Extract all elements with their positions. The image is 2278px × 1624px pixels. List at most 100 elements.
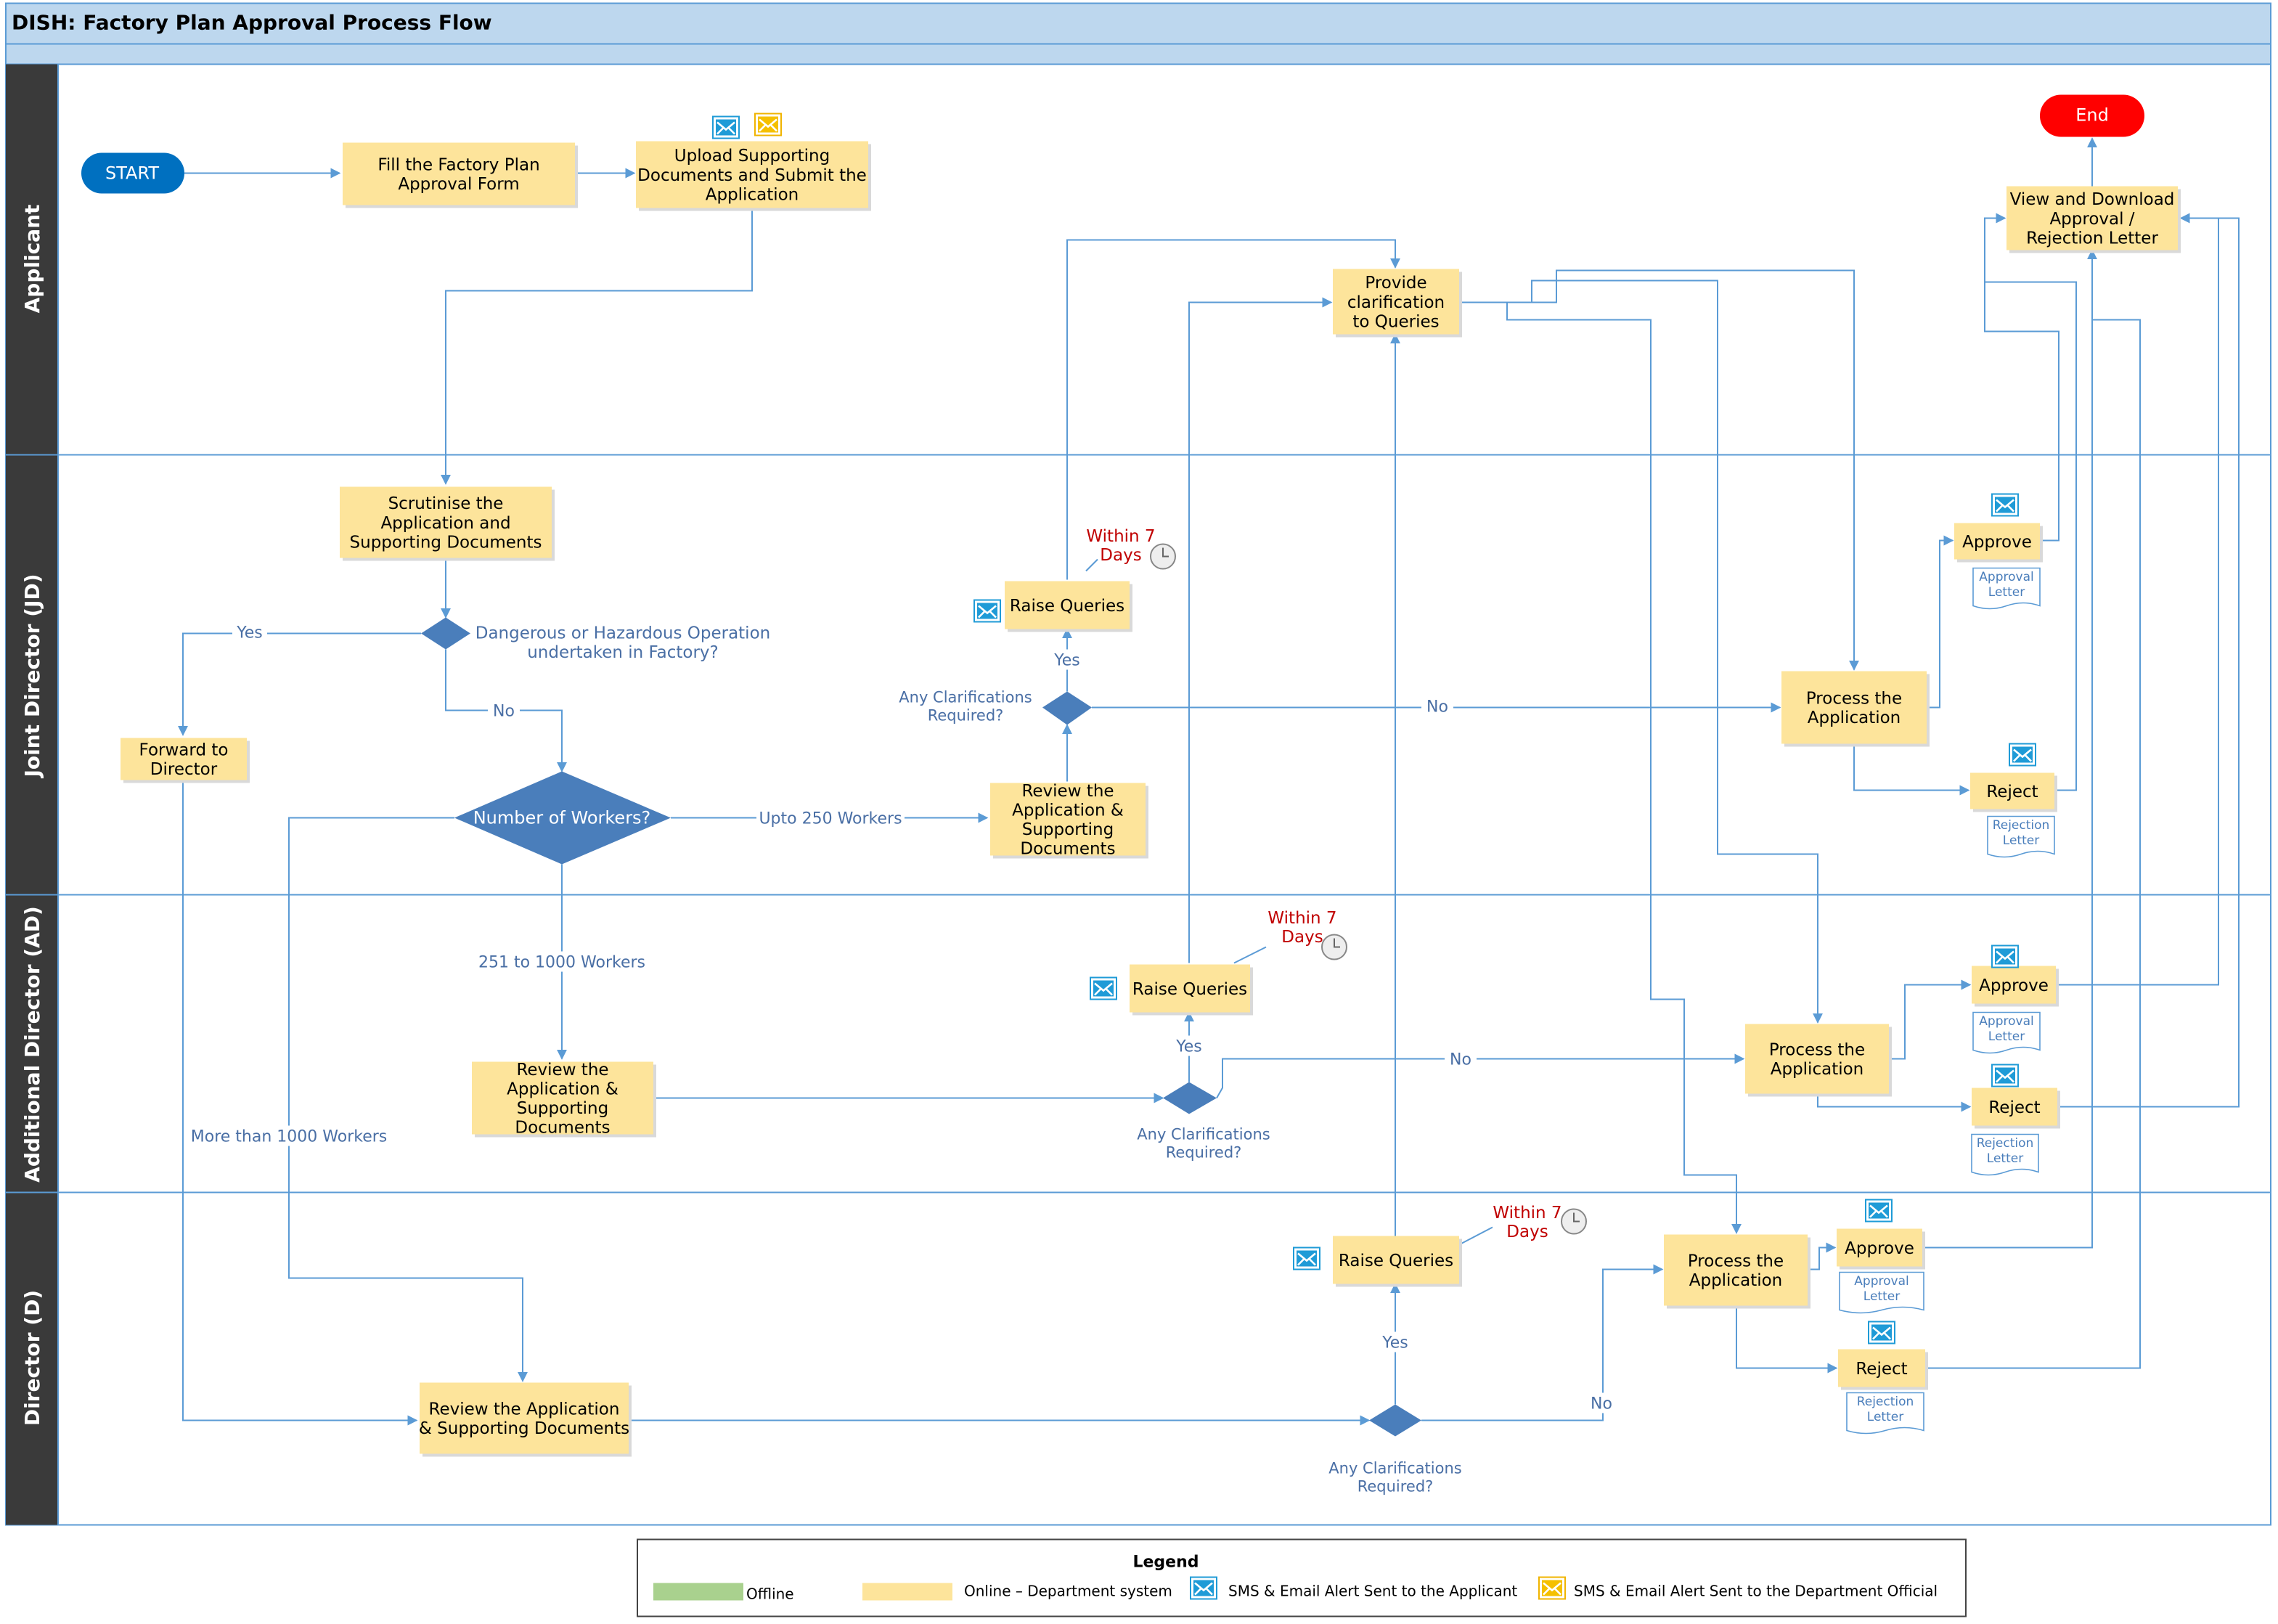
legend-envelope-yellow-icon <box>1538 1576 1567 1600</box>
task-d-approve <box>1837 1228 1922 1267</box>
label-yes-jd: Yes <box>1053 652 1080 670</box>
task-ad-reject <box>1972 1088 2057 1126</box>
decision-dangerous <box>421 617 470 650</box>
task-jd-raise <box>1005 581 1130 629</box>
task-provide-clarification <box>1333 269 1459 335</box>
task-jd-review <box>990 783 1146 856</box>
label-yes-d: Yes <box>1381 1334 1408 1352</box>
legend-offline-swatch <box>653 1583 743 1601</box>
task-label-d-approve: Approve <box>1845 1239 1914 1258</box>
legend-sms-official: SMS & Email Alert Sent to the Department… <box>1574 1583 1938 1600</box>
letter-document <box>1972 567 2041 610</box>
diagram-title: DISH: Factory Plan Approval Process Flow <box>12 11 492 35</box>
decision-ad-clarification <box>1163 1082 1217 1114</box>
clock-icon <box>1321 934 1347 960</box>
clock-icon <box>1561 1208 1587 1235</box>
start-label: START <box>105 163 159 184</box>
envelope-blue-icon <box>2008 743 2037 767</box>
task-forward-director <box>121 738 247 780</box>
task-d-reject <box>1838 1349 1925 1387</box>
legend-envelope-blue-icon <box>1189 1576 1218 1600</box>
start-node <box>81 152 184 194</box>
task-label-ad-reject: Reject <box>1988 1098 2040 1117</box>
end-label: End <box>2075 105 2109 126</box>
task-d-review <box>420 1382 629 1454</box>
envelope-blue-icon <box>1864 1199 1893 1223</box>
task-ad-raise <box>1130 964 1250 1013</box>
label-no-ad: No <box>1450 1051 1471 1069</box>
label-251-1000: 251 to 1000 Workers <box>478 954 645 972</box>
letter-document <box>1971 1133 2039 1176</box>
legend-sms-applicant: SMS & Email Alert Sent to the Applicant <box>1228 1583 1517 1600</box>
label-yes-dangerous: Yes <box>236 624 263 642</box>
lane-director: Director (D) <box>20 1290 44 1426</box>
task-scrutinise <box>340 486 552 558</box>
lane-joint-director: Joint Director (JD) <box>20 574 44 779</box>
task-fill-form <box>343 142 575 205</box>
clock-icon <box>1150 543 1176 570</box>
legend-offline: Offline <box>746 1586 794 1603</box>
envelope-blue-icon <box>973 599 1002 623</box>
task-label-jd-reject: Reject <box>1986 783 2038 801</box>
task-jd-approve <box>1954 523 2040 560</box>
envelope-blue-icon <box>711 115 740 139</box>
envelope-blue-icon <box>1991 493 2020 517</box>
lane-additional-director: Additional Director (AD) <box>20 906 44 1183</box>
task-label-d-review: Review the Application& Supporting Docum… <box>419 1400 629 1438</box>
sub-header-bar <box>5 43 2271 65</box>
legend-title: Legend <box>1132 1554 1199 1572</box>
label-no-d: No <box>1591 1395 1612 1413</box>
task-d-process <box>1664 1234 1808 1306</box>
edge-labels: Yes No Upto 250 Workers 251 to 1000 Work… <box>186 621 1617 1413</box>
connectors <box>178 137 2240 1426</box>
envelope-blue-icon <box>1867 1321 1896 1345</box>
envelope-blue-icon <box>1089 976 1118 1000</box>
letter-document <box>1987 815 2055 858</box>
lane-applicant: Applicant <box>20 205 44 314</box>
task-ad-approve <box>1972 966 2056 1004</box>
label-no-dangerous: No <box>493 703 515 721</box>
decision-jd-clarification <box>1042 691 1092 725</box>
task-jd-reject <box>1970 772 2054 809</box>
legend-box <box>637 1538 1967 1617</box>
decision-d-clarification <box>1369 1404 1421 1437</box>
envelope-yellow-icon <box>754 113 783 136</box>
envelope-blue-icon <box>1991 944 2020 968</box>
task-label-d-raise: Raise Queries <box>1339 1252 1453 1270</box>
label-upto-250: Upto 250 Workers <box>759 810 902 828</box>
task-label-ad-approve: Approve <box>1979 976 2049 995</box>
label-more-1000: More than 1000 Workers <box>191 1128 387 1146</box>
task-label-jd-raise: Raise Queries <box>1010 597 1124 616</box>
task-view-download <box>2006 186 2178 250</box>
task-upload-docs <box>636 141 868 208</box>
legend-online: Online – Department system <box>964 1583 1172 1600</box>
task-ad-review <box>472 1061 653 1135</box>
decision-shapes <box>421 617 1421 1437</box>
decision-workers <box>454 771 671 865</box>
label-yes-ad: Yes <box>1175 1038 1202 1056</box>
label-no-jd: No <box>1426 698 1448 717</box>
envelope-blue-icon <box>1292 1246 1321 1270</box>
